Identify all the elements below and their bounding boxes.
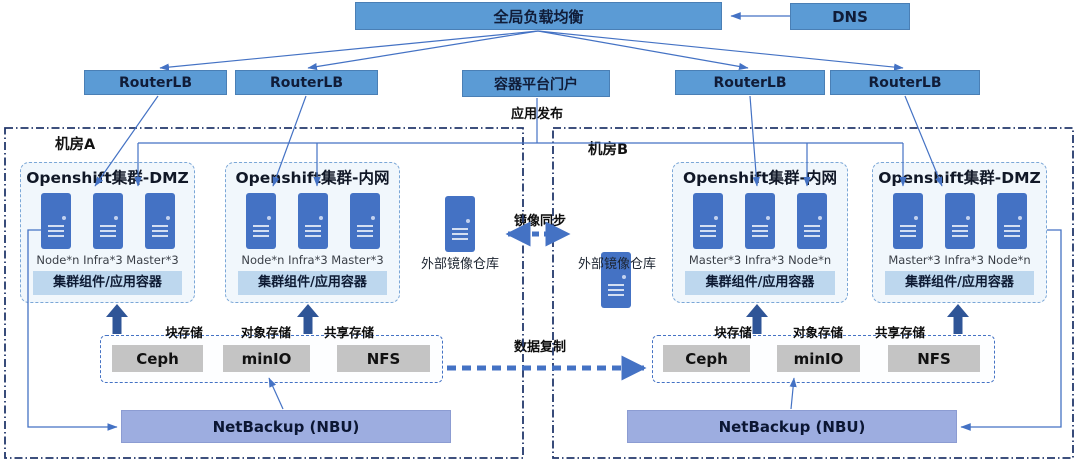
glb-to-routerlb-arrows	[159, 30, 904, 71]
cluster-components-bar: 集群组件/应用容器	[238, 271, 387, 295]
routerlb-box-2: RouterLB	[235, 70, 378, 95]
cluster-components-bar: 集群组件/应用容器	[33, 271, 182, 295]
external-registry-label-right: 外部镜像仓库	[577, 257, 656, 272]
cluster-title: Openshift集群-DMZ	[878, 169, 1041, 187]
block-storage-label: 块存储	[714, 325, 752, 340]
server-icon	[349, 193, 380, 249]
global-load-balancer-box: 全局负载均衡	[355, 2, 722, 30]
cluster-nodes-label: Node*n Infra*3 Master*3	[241, 253, 384, 267]
cluster-dmz-room-a: Openshift集群-DMZ Node*n Infra*3 Master*3 …	[20, 162, 195, 303]
ceph-box: Ceph	[663, 345, 750, 372]
cluster-nodes-label: Master*3 Infra*3 Node*n	[888, 253, 1031, 267]
minio-box: minIO	[777, 345, 860, 372]
server-icon	[40, 193, 71, 249]
routerlb-box-3: RouterLB	[675, 70, 825, 95]
cluster-servers	[673, 193, 847, 249]
server-icon	[144, 193, 175, 249]
server-icon	[996, 193, 1027, 249]
cluster-title: Openshift集群-内网	[683, 169, 837, 187]
object-storage-label: 对象存储	[792, 325, 843, 340]
cluster-nodes-label: Master*3 Infra*3 Node*n	[688, 253, 832, 267]
cluster-title: Openshift集群-内网	[235, 169, 390, 187]
cluster-nodes-label: Node*n Infra*3 Master*3	[36, 253, 179, 267]
shared-storage-label: 共享存储	[323, 325, 374, 340]
external-registry-label-left: 外部镜像仓库	[420, 257, 499, 272]
app-release-label: 应用发布	[510, 107, 563, 122]
nfs-box: NFS	[888, 345, 980, 372]
nfs-box: NFS	[337, 345, 430, 372]
server-icon	[892, 193, 923, 249]
container-platform-portal-box: 容器平台门户	[462, 70, 610, 97]
netbackup-box-room-b: NetBackup (NBU)	[627, 410, 957, 443]
server-icon	[797, 193, 827, 249]
server-icon	[245, 193, 276, 249]
cluster-servers	[226, 193, 399, 249]
server-icon	[693, 193, 723, 249]
room-b-label: 机房B	[588, 142, 629, 158]
image-sync-label: 镜像同步	[513, 214, 566, 229]
block-storage-label: 块存储	[165, 325, 203, 340]
server-icon	[944, 193, 975, 249]
data-replication-label: 数据复制	[513, 340, 566, 355]
server-icon	[745, 193, 775, 249]
server-icon	[297, 193, 328, 249]
server-icon	[445, 196, 475, 252]
cluster-components-bar: 集群组件/应用容器	[685, 271, 835, 295]
server-icon	[92, 193, 123, 249]
room-a-label: 机房A	[55, 137, 96, 153]
cluster-dmz-room-b: Openshift集群-DMZ Master*3 Infra*3 Node*n …	[872, 162, 1047, 303]
cluster-components-bar: 集群组件/应用容器	[885, 271, 1034, 295]
dns-box: DNS	[790, 3, 910, 30]
cluster-intranet-room-b: Openshift集群-内网 Master*3 Infra*3 Node*n 集…	[672, 162, 848, 303]
cluster-intranet-room-a: Openshift集群-内网 Node*n Infra*3 Master*3 集…	[225, 162, 400, 303]
routerlb-box-4: RouterLB	[830, 70, 980, 95]
ceph-box: Ceph	[112, 345, 203, 372]
object-storage-label: 对象存储	[240, 325, 291, 340]
cluster-servers	[21, 193, 194, 249]
minio-box: minIO	[223, 345, 310, 372]
shared-storage-label: 共享存储	[874, 325, 925, 340]
netbackup-box-room-a: NetBackup (NBU)	[121, 410, 451, 443]
cluster-servers	[873, 193, 1046, 249]
cluster-title: Openshift集群-DMZ	[26, 169, 189, 187]
routerlb-box-1: RouterLB	[84, 70, 227, 95]
